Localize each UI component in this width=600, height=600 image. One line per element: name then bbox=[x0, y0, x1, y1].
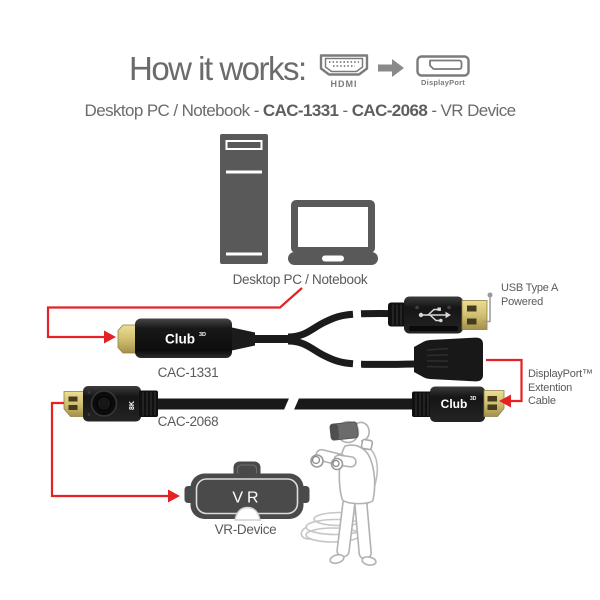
cac1331-y-cable bbox=[253, 309, 417, 368]
flow-line-cac2068-to-vr bbox=[50, 401, 180, 503]
subtitle-dash: - bbox=[338, 101, 352, 120]
flow-subtitle: Desktop PC / Notebook - CAC-1331 - CAC-2… bbox=[0, 101, 600, 121]
cable-break-upper bbox=[353, 305, 362, 323]
cable-break-lower bbox=[353, 354, 362, 373]
subtitle-cac2068: CAC-2068 bbox=[351, 101, 428, 120]
displayport-badge-label: DisplayPort bbox=[421, 78, 465, 87]
vr-headset-icon: VR bbox=[184, 461, 310, 521]
flow-line-dpext-to-cac2068 bbox=[486, 358, 523, 408]
dpext-label-line1: DisplayPort™ bbox=[528, 368, 593, 380]
dp-extension-label: DisplayPort™ Extention Cable bbox=[528, 368, 600, 409]
subtitle-devices: Desktop PC / Notebook - bbox=[84, 101, 263, 120]
cac1331-brand-sup: 3D bbox=[199, 332, 206, 338]
usb-label-line2: Powered bbox=[501, 295, 544, 308]
usb-label-pointer bbox=[483, 292, 493, 323]
vr-device-label: VR-Device bbox=[214, 522, 277, 537]
displayport-badge: DisplayPort bbox=[416, 55, 470, 87]
laptop-icon bbox=[288, 200, 378, 265]
cac2068-cable: 8K Club 3D bbox=[63, 386, 505, 422]
cac2068-brand-logo: Club bbox=[441, 397, 468, 411]
cac2068-label: CAC-2068 bbox=[157, 414, 219, 429]
hdmi-badge: HDMI bbox=[318, 54, 370, 89]
vr-headset-text: VR bbox=[232, 490, 262, 507]
cac1331-label: CAC-1331 bbox=[157, 365, 219, 380]
usb-type-a-connector bbox=[388, 296, 488, 334]
dp-extension-female-connector bbox=[414, 337, 483, 382]
vr-person-illustration bbox=[300, 420, 379, 566]
displayport-connector-icon bbox=[416, 55, 470, 77]
cac2068-brand-sup: 3D bbox=[470, 396, 477, 402]
arrow-right-icon bbox=[378, 59, 404, 77]
usb-trident-icon bbox=[418, 307, 451, 323]
desktop-pc-label: Desktop PC / Notebook bbox=[232, 272, 368, 287]
cac1331-brand-logo: Club bbox=[165, 332, 195, 347]
hdmi-badge-label: HDMI bbox=[330, 79, 358, 89]
dpext-label-line2: Extention Cable bbox=[528, 381, 573, 408]
subtitle-cac1331: CAC-1331 bbox=[262, 101, 339, 120]
cac2068-dp8k-badge: 8K bbox=[129, 401, 136, 410]
usb-powered-label: USB Type A Powered bbox=[501, 282, 558, 309]
page-title: How it works: bbox=[129, 50, 307, 87]
usb-label-line1: USB Type A bbox=[501, 282, 559, 294]
hdmi-connector-icon bbox=[319, 54, 369, 76]
desktop-tower-icon bbox=[220, 134, 268, 264]
flow-line-pc-to-cac1331 bbox=[46, 287, 303, 344]
subtitle-vr: - VR Device bbox=[427, 101, 516, 120]
cac1331-adapter: Club 3D bbox=[117, 318, 255, 358]
